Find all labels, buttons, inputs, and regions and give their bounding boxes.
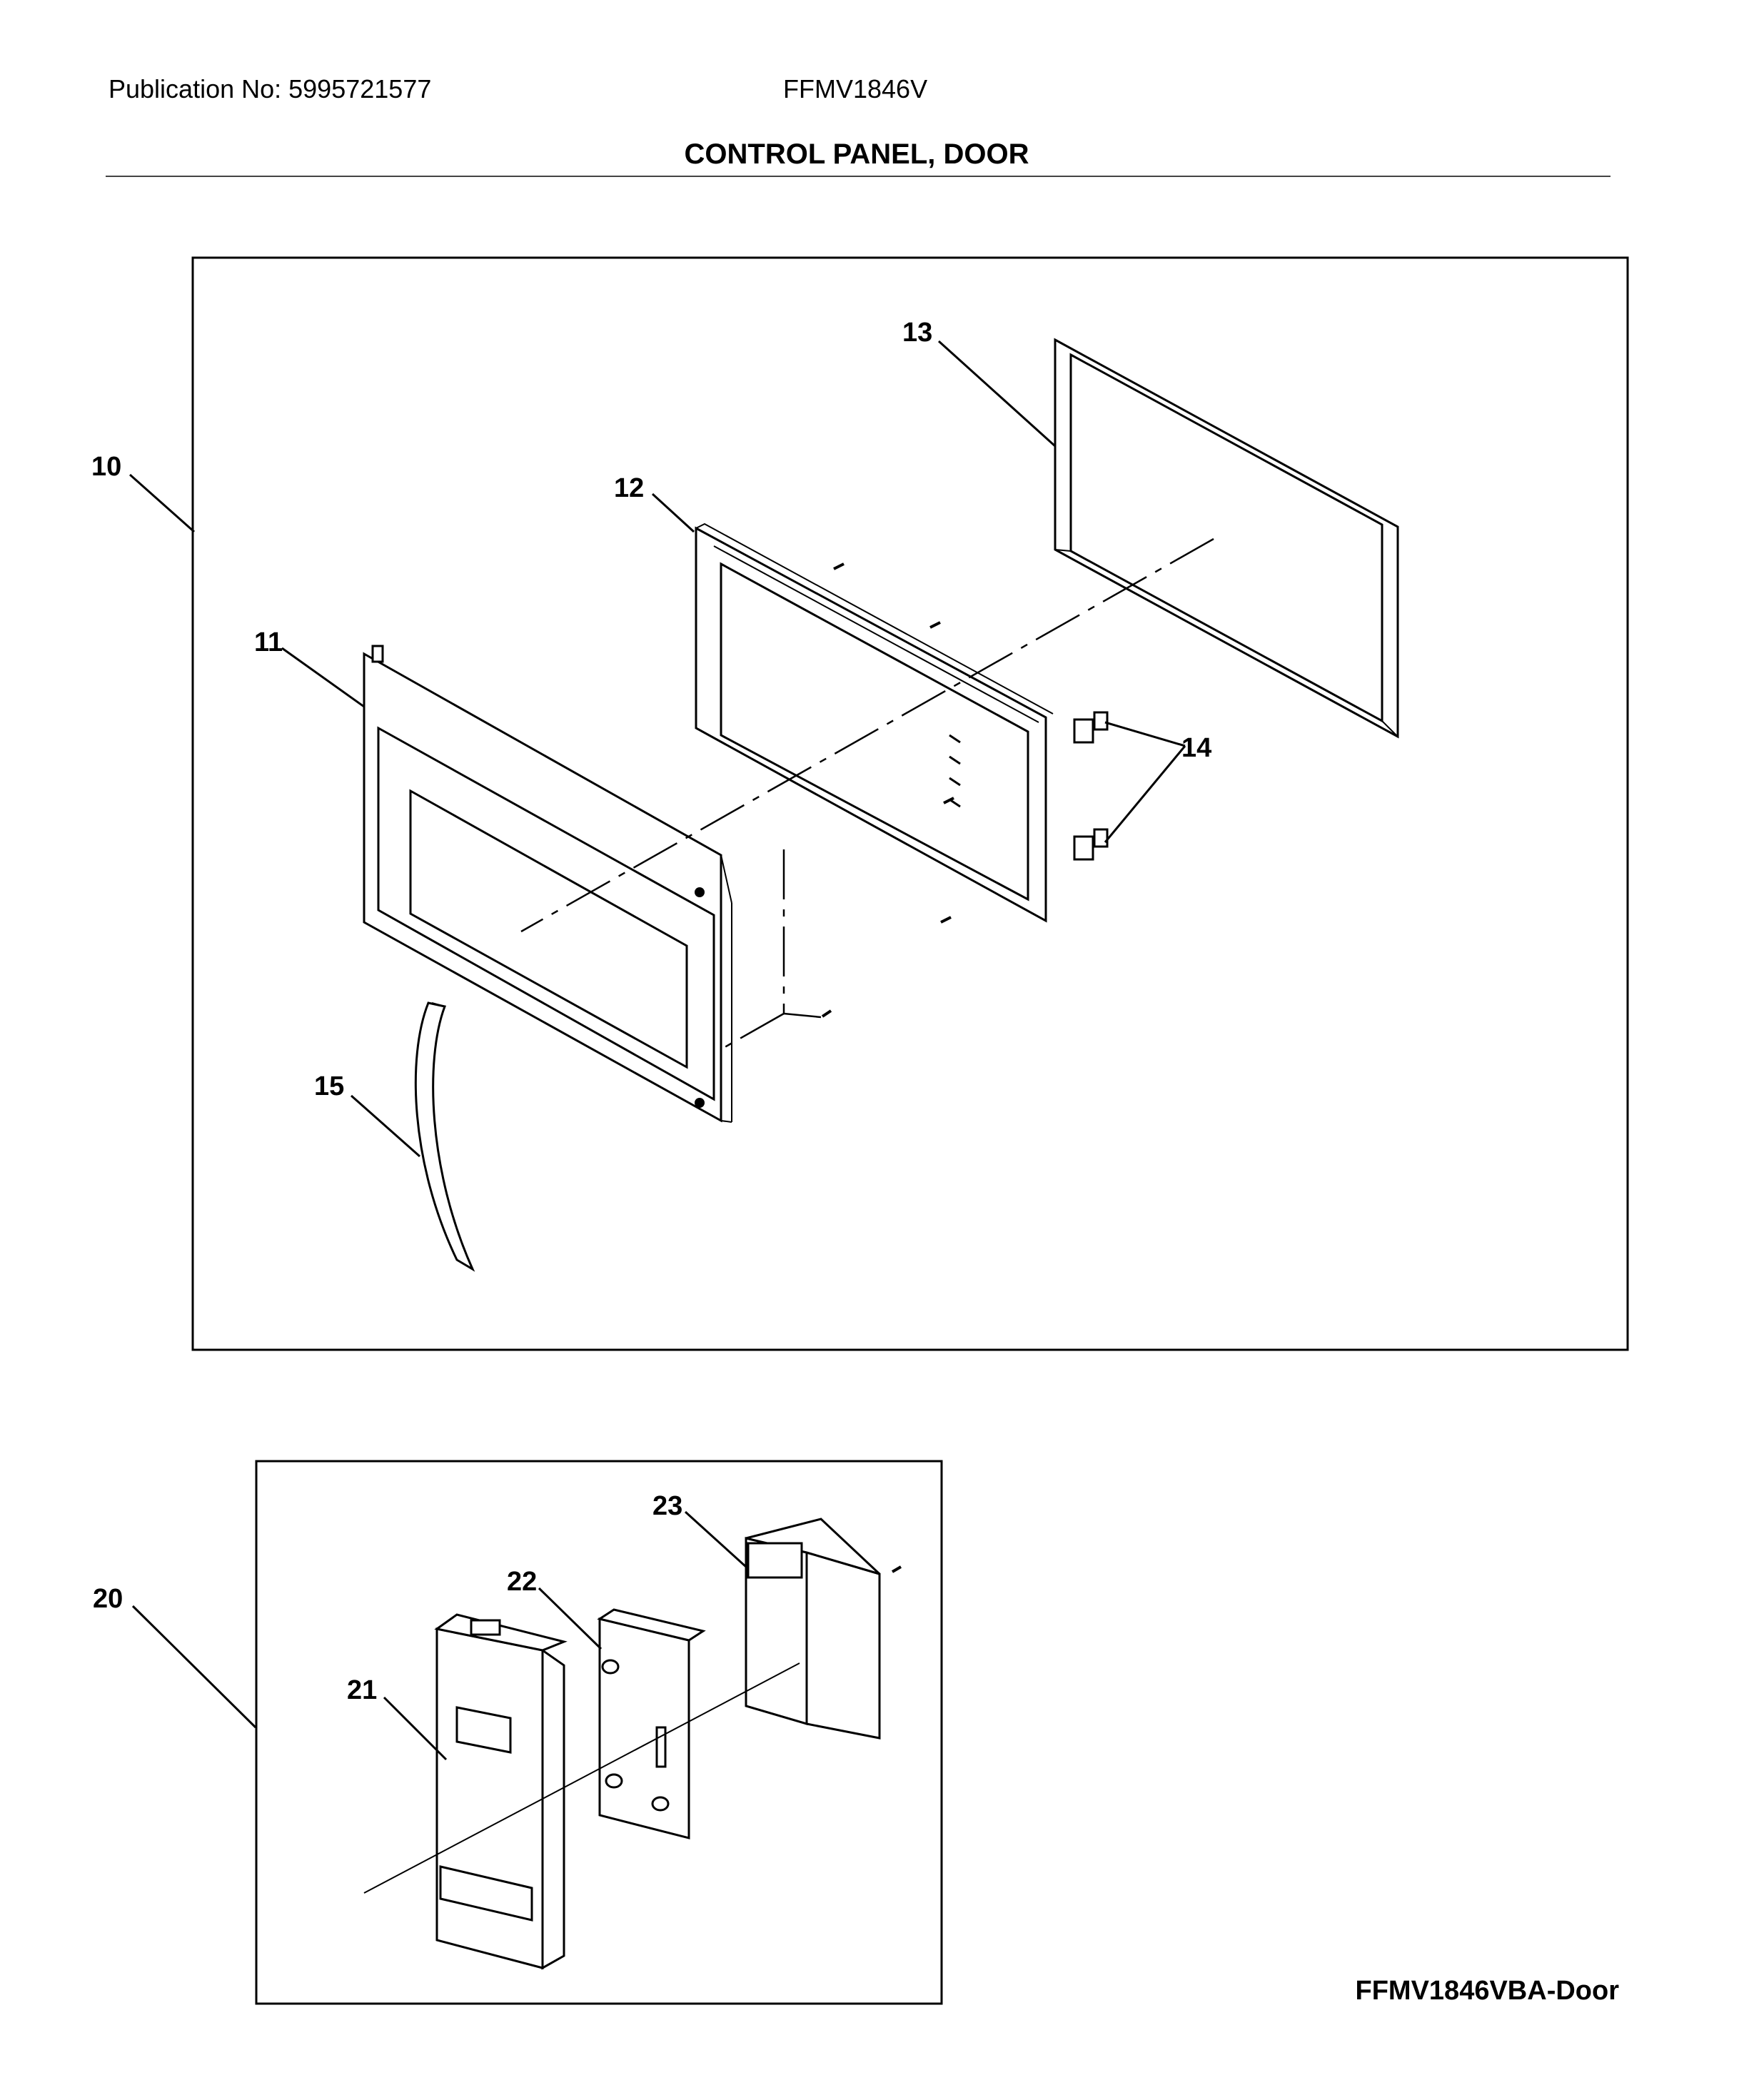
callout-15: 15: [314, 1071, 344, 1101]
control-panel-assembly-frame: [255, 1460, 943, 2005]
door-assembly-frame: [191, 256, 1629, 1351]
callout-23: 23: [652, 1491, 682, 1521]
handle-part: [414, 1001, 475, 1272]
section-title: CONTROL PANEL, DOOR: [684, 138, 1029, 170]
callout-12: 12: [614, 473, 644, 503]
callout-22: 22: [507, 1567, 537, 1597]
door-inner-part: [695, 523, 1054, 923]
alignment-lines: [520, 537, 1214, 1051]
leader-lines-door: [129, 340, 1186, 1158]
callout-13: 13: [902, 318, 932, 348]
latch-part: [1073, 711, 1109, 861]
callout-14: 14: [1181, 733, 1211, 763]
callout-21: 21: [347, 1675, 377, 1705]
control-board-part: [745, 1518, 881, 1740]
publication-number: Publication No: 5995721577: [109, 74, 432, 104]
callout-10: 10: [91, 452, 121, 482]
model-number: FFMV1846V: [783, 74, 928, 104]
door-choke-part: [1054, 338, 1399, 739]
control-bracket-part: [597, 1608, 706, 1839]
alignment-line-control: [363, 1662, 800, 1894]
diagram-id: FFMV1846VBA-Door: [1355, 1976, 1620, 2006]
header-divider: [106, 176, 1611, 177]
leader-lines-control: [131, 1510, 747, 1761]
screw-icon: [891, 1565, 902, 1573]
screw-group: [821, 562, 954, 1018]
control-panel-frame-part: [434, 1613, 568, 1970]
door-frame-part: [363, 645, 732, 1123]
callout-20: 20: [93, 1584, 123, 1614]
callout-11: 11: [254, 627, 283, 657]
